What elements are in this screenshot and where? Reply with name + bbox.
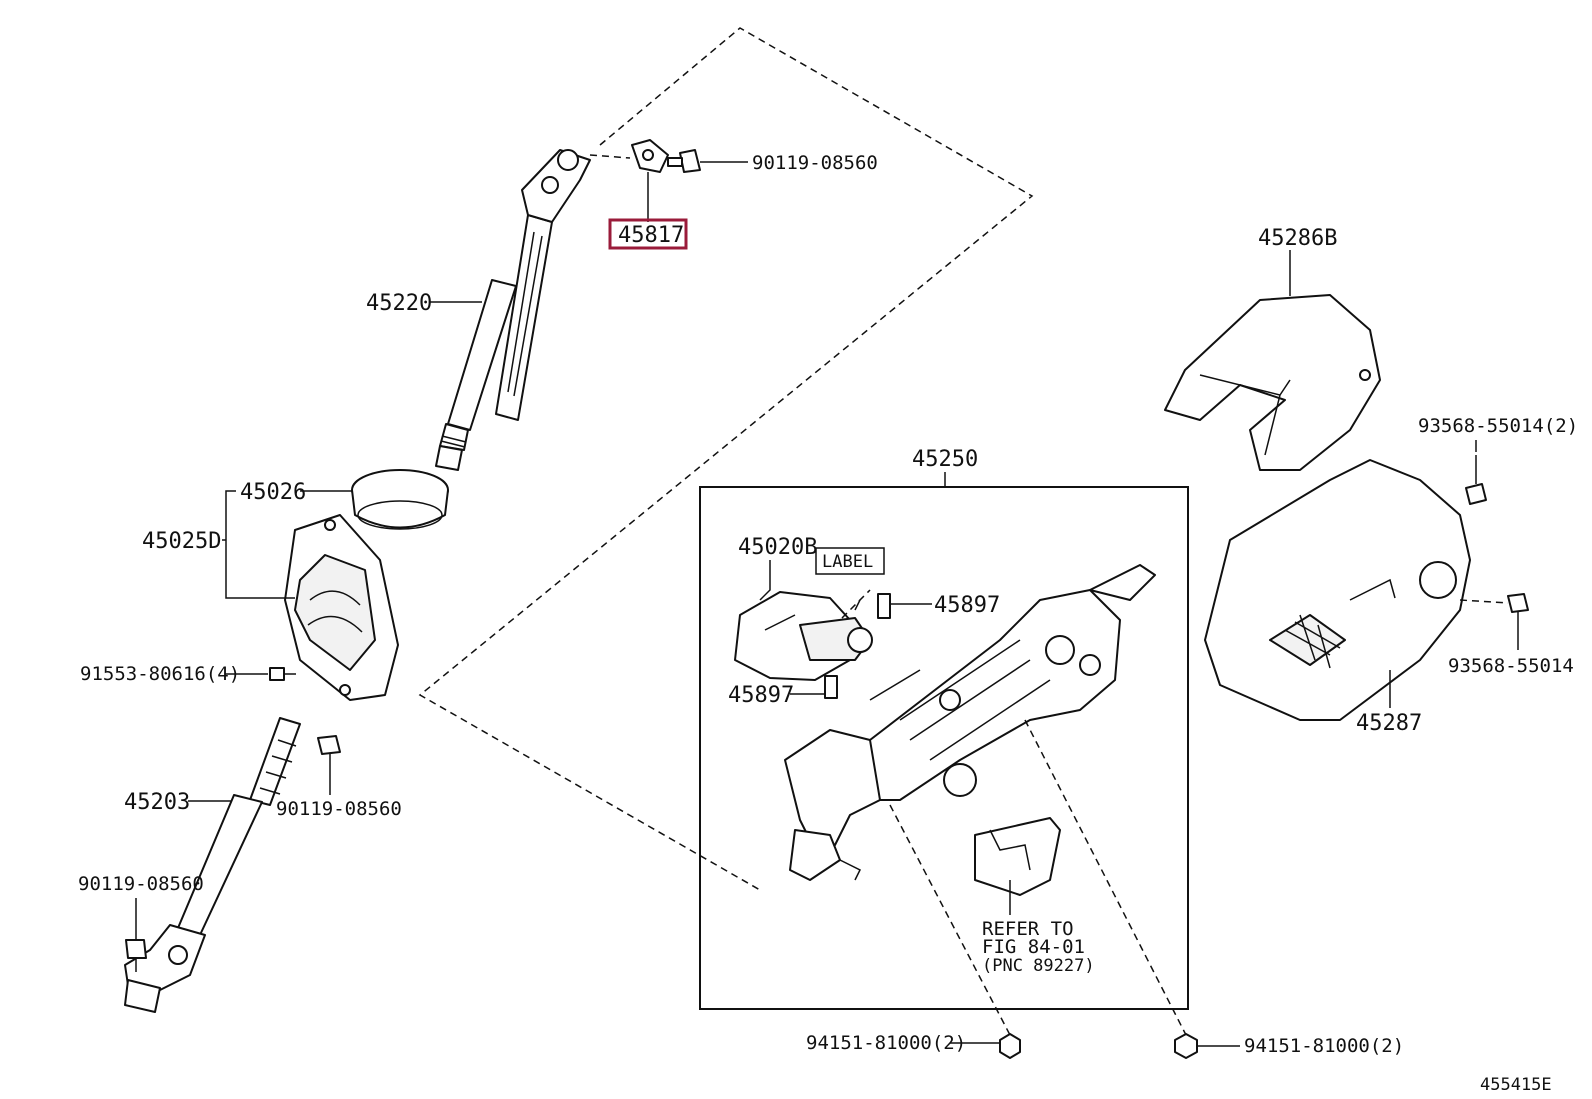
nut-b-dashed-line — [1024, 719, 1187, 1036]
refer-line-1: REFER TO — [982, 918, 1074, 940]
refer-line-3: (PNC 89227) — [982, 956, 1095, 976]
part-45020B-motor[interactable] — [734, 591, 873, 681]
label-94151-b[interactable]: 94151-81000(2) — [1244, 1035, 1404, 1057]
bolt-90119-mid[interactable] — [317, 735, 341, 780]
label-45020B[interactable]: 45020B — [738, 535, 817, 560]
assembly-boundary-dashed — [418, 27, 1034, 891]
label-90119-low[interactable]: 90119-08560 — [78, 873, 204, 895]
label-94151-a[interactable]: 94151-81000(2) — [806, 1032, 966, 1054]
label-45287[interactable]: 45287 — [1356, 711, 1422, 736]
diagram-id: 455415E — [1480, 1075, 1552, 1095]
label-91553[interactable]: 91553-80616(4) — [80, 663, 240, 685]
nut-94151-a[interactable] — [999, 1033, 1021, 1059]
bolt-90119-top[interactable] — [667, 149, 701, 173]
nut-a-dashed-line — [889, 804, 1011, 1036]
label-45026[interactable]: 45026 — [240, 480, 306, 505]
bolt-90119-low[interactable] — [125, 939, 147, 972]
screw-45897-b[interactable] — [824, 675, 838, 699]
label-45250[interactable]: 45250 — [912, 447, 978, 472]
refer-line-2[interactable]: FIG 84-01 — [982, 936, 1085, 958]
label-93568-a[interactable]: 93568-55014(2) — [1418, 415, 1578, 437]
label-45025D[interactable]: 45025D — [142, 529, 221, 554]
part-45203-lower-shaft[interactable] — [124, 717, 301, 1013]
screw-45897-a[interactable] — [877, 593, 891, 619]
label-45897-a[interactable]: 45897 — [934, 593, 1000, 618]
label-45817[interactable]: 45817 — [618, 223, 684, 248]
label-tag[interactable]: LABEL — [822, 552, 873, 572]
nut-94151-b[interactable] — [1174, 1033, 1198, 1059]
label-90119-top[interactable]: 90119-08560 — [752, 152, 878, 174]
part-45286B-upper-cover[interactable] — [1164, 294, 1381, 471]
label-93568-b[interactable]: 93568-55014 — [1448, 655, 1574, 677]
label-90119-mid[interactable]: 90119-08560 — [276, 798, 402, 820]
label-45897-b[interactable]: 45897 — [728, 683, 794, 708]
bolt-93568-a[interactable] — [1465, 455, 1487, 505]
label-45203[interactable]: 45203 — [124, 790, 190, 815]
assembly-45250-frame — [699, 486, 1189, 1010]
highlight-box-45817 — [608, 218, 688, 250]
part-45287-lower-cover[interactable] — [1204, 459, 1471, 721]
label-45220[interactable]: 45220 — [366, 291, 432, 316]
part-45026-seal[interactable] — [351, 469, 449, 530]
part-45250-column-assembly[interactable] — [784, 564, 1156, 881]
bolt-91553[interactable] — [269, 667, 296, 681]
bolt-93568-b[interactable] — [1459, 593, 1529, 613]
label-45286B[interactable]: 45286B — [1258, 226, 1337, 251]
part-45025D-cover[interactable] — [284, 514, 399, 701]
part-45220-steering-shaft[interactable] — [435, 149, 591, 471]
leader-lines — [135, 161, 1519, 1047]
label-tag-box — [815, 547, 885, 575]
part-45817-bracket-plate[interactable] — [589, 139, 669, 173]
part-89227-module[interactable] — [974, 817, 1061, 896]
